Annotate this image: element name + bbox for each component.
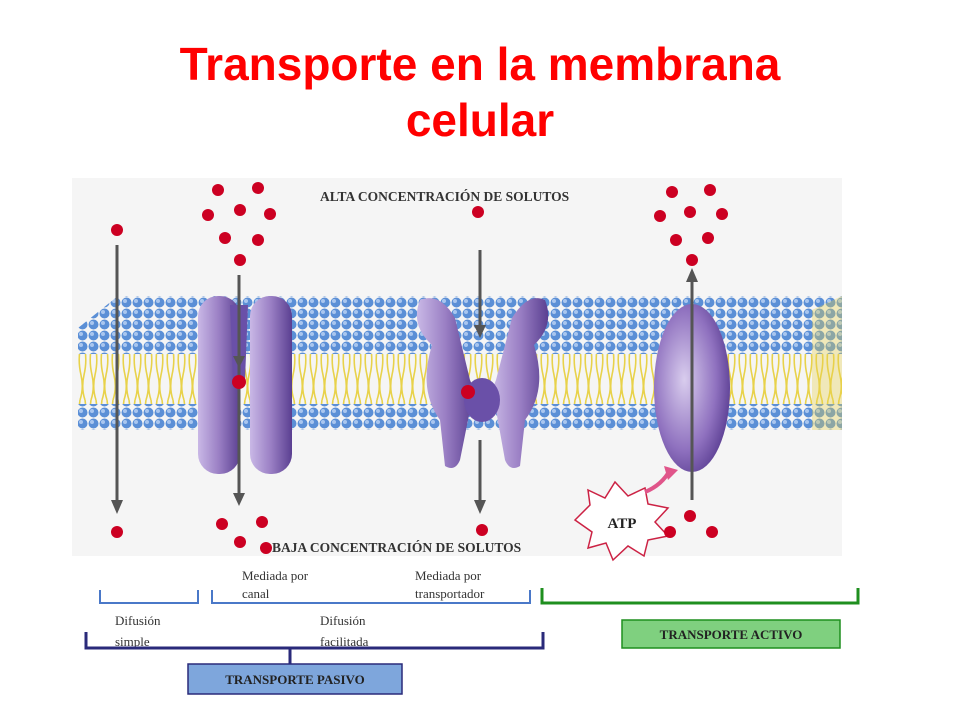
low-concentration-label: BAJA CONCENTRACIÓN DE SOLUTOS — [272, 540, 521, 555]
passive-transport-box: TRANSPORTE PASIVO — [187, 663, 403, 695]
pump-protein — [654, 268, 730, 500]
active-transport-label: TRANSPORTE ACTIVO — [660, 627, 803, 642]
simple-diffusion-arrow — [111, 245, 123, 514]
high-concentration-label: ALTA CONCENTRACIÓN DE SOLUTOS — [320, 189, 569, 204]
channel-bracket — [211, 590, 531, 604]
simple-diffusion-label-line-2: simple — [115, 634, 150, 649]
passive-transport-label: TRANSPORTE PASIVO — [225, 672, 365, 687]
page-title: Transporte en la membrana celular — [0, 36, 960, 148]
channel-label-line-2: canal — [242, 586, 270, 601]
simple-diffusion-bracket — [99, 590, 199, 604]
atp-label: ATP — [608, 516, 637, 532]
title-line-1: Transporte en la membrana — [179, 38, 781, 90]
carrier-protein — [416, 250, 549, 514]
atp-burst: ATP — [573, 466, 678, 562]
carrier-label-line-1: Mediada por — [415, 568, 482, 583]
active-transport-box: TRANSPORTE ACTIVO — [621, 619, 841, 649]
passive-transport-bracket — [84, 632, 545, 664]
carrier-label-line-2: transportador — [415, 586, 485, 601]
solute-molecules — [111, 182, 728, 554]
facilitated-diffusion-label-line-1: Difusión — [320, 613, 366, 628]
simple-diffusion-label-line-1: Difusión — [115, 613, 161, 628]
channel-label-line-1: Mediada por — [242, 568, 309, 583]
title-line-2: celular — [405, 94, 555, 146]
facilitated-diffusion-label-line-2: facilitada — [320, 634, 369, 649]
active-bracket — [540, 588, 860, 605]
